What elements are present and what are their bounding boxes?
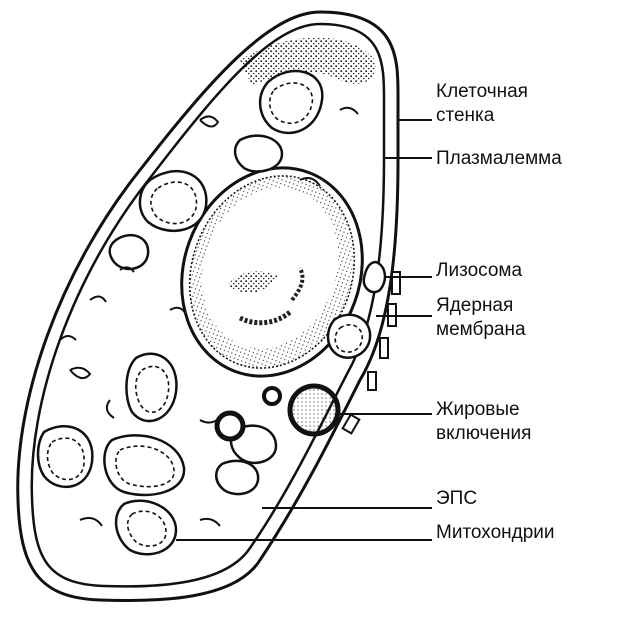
label-mitochondria: Митохондрии [436, 522, 555, 543]
label-er: ЭПС [436, 488, 478, 509]
lysosome [362, 260, 387, 294]
leader-lines [176, 119, 432, 541]
label-cell-wall: Клеточная стенка [436, 81, 528, 126]
label-lysosome: Лизосома [436, 260, 523, 281]
nucleus [180, 166, 364, 378]
cytoplasm-stipple [240, 37, 376, 86]
label-nuclear-membrane: Ядерная мембрана [436, 295, 526, 340]
mitochondria-cristae [46, 82, 363, 547]
label-fat-inclusions: Жировые включения [436, 399, 532, 444]
label-plasmalemma: Плазмалемма [436, 148, 562, 169]
fat-inclusions [214, 383, 341, 442]
